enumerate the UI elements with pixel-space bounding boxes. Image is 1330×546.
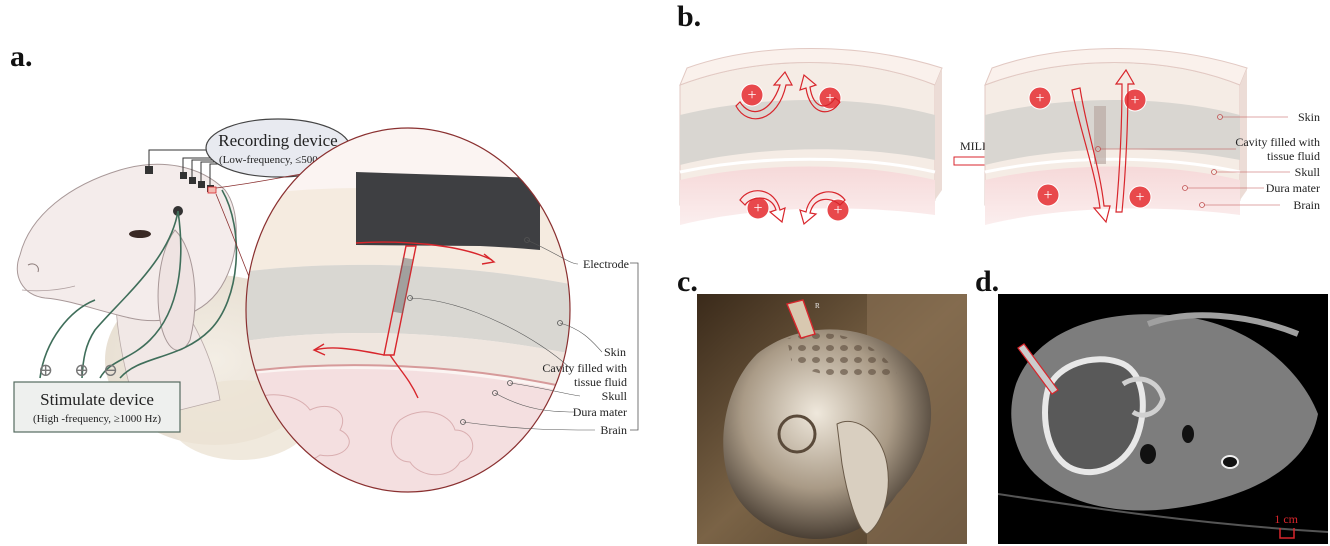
polarity-plus-2: ⊕ <box>74 360 89 380</box>
label-dura: Dura mater <box>573 405 627 419</box>
label-b-brain: Brain <box>1293 198 1320 212</box>
panel-b-diagram: + + + + MILEM + + + + <box>670 40 1330 250</box>
panel-letter-b: b. <box>677 0 701 34</box>
ion-plus-symbol: + <box>1043 187 1052 204</box>
label-b-dura: Dura mater <box>1266 181 1320 195</box>
polarity-minus: ⊖ <box>103 360 118 380</box>
ion-plus-symbol: + <box>1035 90 1044 107</box>
ion-plus-symbol: + <box>753 200 762 217</box>
recording-device-title: Recording device <box>218 131 337 150</box>
polarity-symbols: ⊕ ⊕ ⊖ <box>38 360 118 380</box>
panel-a-diagram: Recording device (Low-frequency, ≤500 Hz… <box>0 0 670 546</box>
label-b-cavity-line2: tissue fluid <box>1267 149 1320 163</box>
scale-bar-label: 1 cm <box>1274 512 1298 526</box>
panel-c-3d-ct-render: R <box>697 294 967 544</box>
ion-plus-symbol: + <box>1130 92 1139 109</box>
label-b-skin: Skin <box>1298 110 1320 124</box>
ion-plus-symbol: + <box>1135 189 1144 206</box>
label-skull: Skull <box>602 389 628 403</box>
zoom-circle <box>220 128 600 520</box>
stimulate-device-title: Stimulate device <box>40 390 154 409</box>
panel-letter-c: c. <box>677 265 698 299</box>
tissue-block-before: + + + + <box>680 49 942 226</box>
label-cavity-line2: tissue fluid <box>574 375 627 389</box>
label-b-skull: Skull <box>1295 165 1321 179</box>
label-b-cavity-line1: Cavity filled with <box>1235 135 1320 149</box>
ion-plus-symbol: + <box>747 87 756 104</box>
ion-plus-symbol: + <box>825 90 834 107</box>
stimulate-device: Stimulate device (High -frequency, ≥1000… <box>14 382 180 432</box>
panel-letter-d: d. <box>975 265 999 299</box>
tissue-block-after: + + + + <box>985 49 1247 226</box>
label-cavity-line1: Cavity filled with <box>542 361 627 375</box>
label-brain: Brain <box>600 423 627 437</box>
polarity-plus-1: ⊕ <box>38 360 53 380</box>
stimulate-device-subtitle: (High -frequency, ≥1000 Hz) <box>33 413 161 425</box>
label-electrode: Electrode <box>583 257 629 271</box>
panel-d-ct-slice: 1 cm <box>998 294 1328 544</box>
label-skin: Skin <box>604 345 626 359</box>
panel-c-marker: R <box>815 302 820 310</box>
